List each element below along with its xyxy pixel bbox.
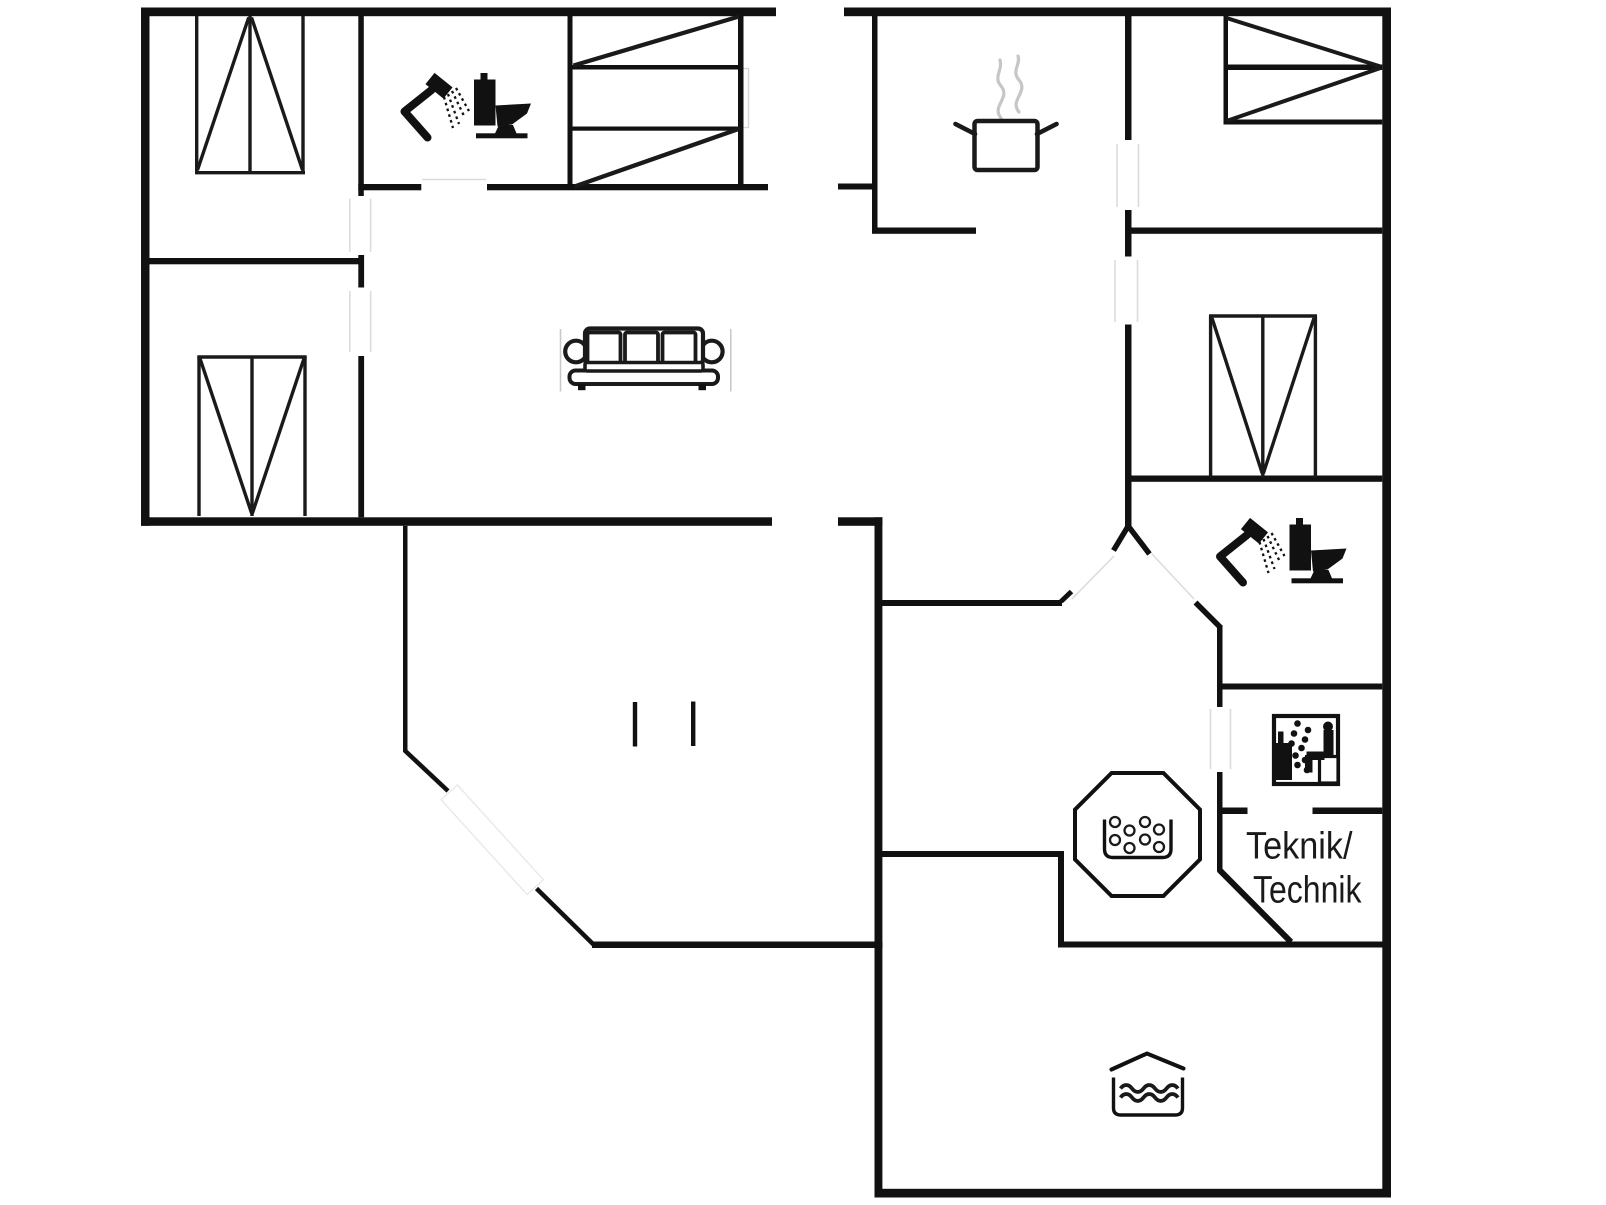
- svg-text:Teknik/: Teknik/: [1246, 826, 1353, 868]
- svg-text:Technik: Technik: [1253, 870, 1362, 912]
